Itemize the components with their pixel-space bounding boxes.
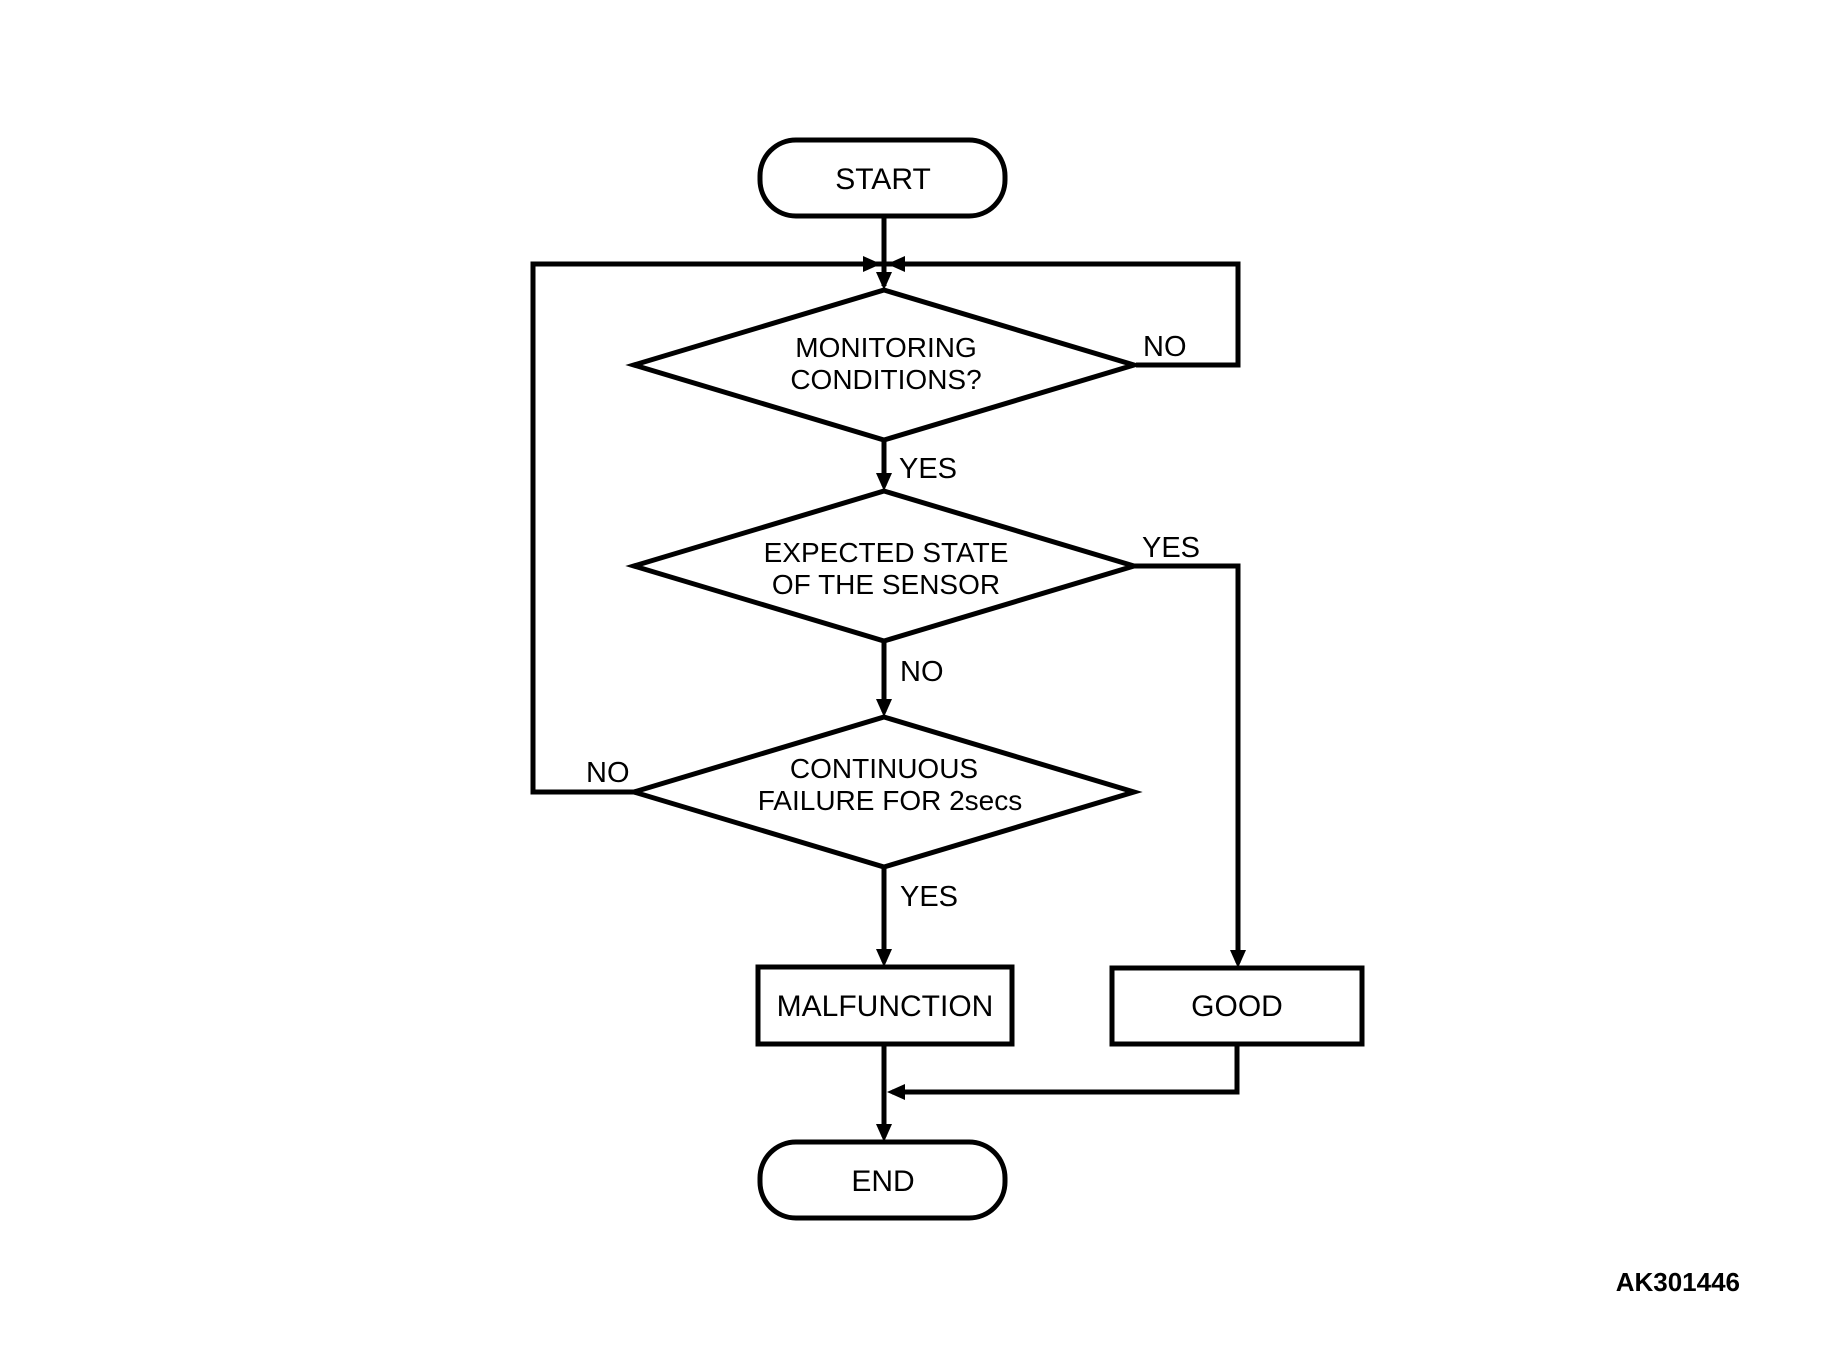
- arrowhead-junction-left: [887, 256, 905, 272]
- edge-label-continuous-yes: YES: [900, 881, 958, 913]
- node-expected-label-line2: OF THE SENSOR: [772, 569, 1000, 600]
- arrowhead-good-merge: [887, 1084, 905, 1100]
- node-continuous-label-line2: FAILURE FOR 2secs: [758, 785, 1023, 816]
- edge-expected-yes: [1134, 563, 1241, 963]
- node-expected-label-line1: EXPECTED STATE: [764, 537, 1009, 568]
- edge-label-monitoring-yes: YES: [899, 453, 957, 485]
- node-end-shape: [757, 1139, 1008, 1221]
- node-start-shape: [757, 137, 1008, 219]
- node-good-shape: [1109, 965, 1365, 1047]
- edge-loopback-lines: [530, 261, 1241, 795]
- arrowhead-into-monitoring: [876, 272, 892, 290]
- arrowhead-into-continuous: [876, 699, 892, 717]
- node-monitoring-label-line1: MONITORING: [795, 332, 976, 363]
- node-end-label: END: [851, 1165, 914, 1198]
- edge-good-merge: [892, 1044, 1240, 1095]
- edge-label-continuous-no: NO: [586, 757, 630, 789]
- node-expected-shape: [625, 488, 1143, 644]
- edge-label-expected-yes: YES: [1142, 532, 1200, 564]
- arrowhead-junction-right: [863, 256, 881, 272]
- figure-id: AK301446: [1616, 1267, 1740, 1297]
- arrowhead-into-good: [1230, 950, 1246, 968]
- arrowhead-into-malfunction: [876, 949, 892, 967]
- node-monitoring-shape: [625, 287, 1143, 443]
- node-monitoring-label-line2: CONDITIONS?: [790, 364, 981, 395]
- node-malfunction-label: MALFUNCTION: [777, 990, 994, 1023]
- edge-label-monitoring-no: NO: [1143, 331, 1187, 363]
- arrowhead-into-end: [876, 1124, 892, 1142]
- node-continuous-label-line1: CONTINUOUS: [790, 753, 978, 784]
- node-continuous-shape: [625, 714, 1143, 870]
- node-start-label: START: [835, 163, 931, 196]
- node-malfunction-shape: [755, 964, 1015, 1047]
- node-good-label: GOOD: [1191, 990, 1283, 1023]
- edge-label-expected-no: NO: [900, 656, 944, 688]
- arrowhead-into-expected: [876, 473, 892, 491]
